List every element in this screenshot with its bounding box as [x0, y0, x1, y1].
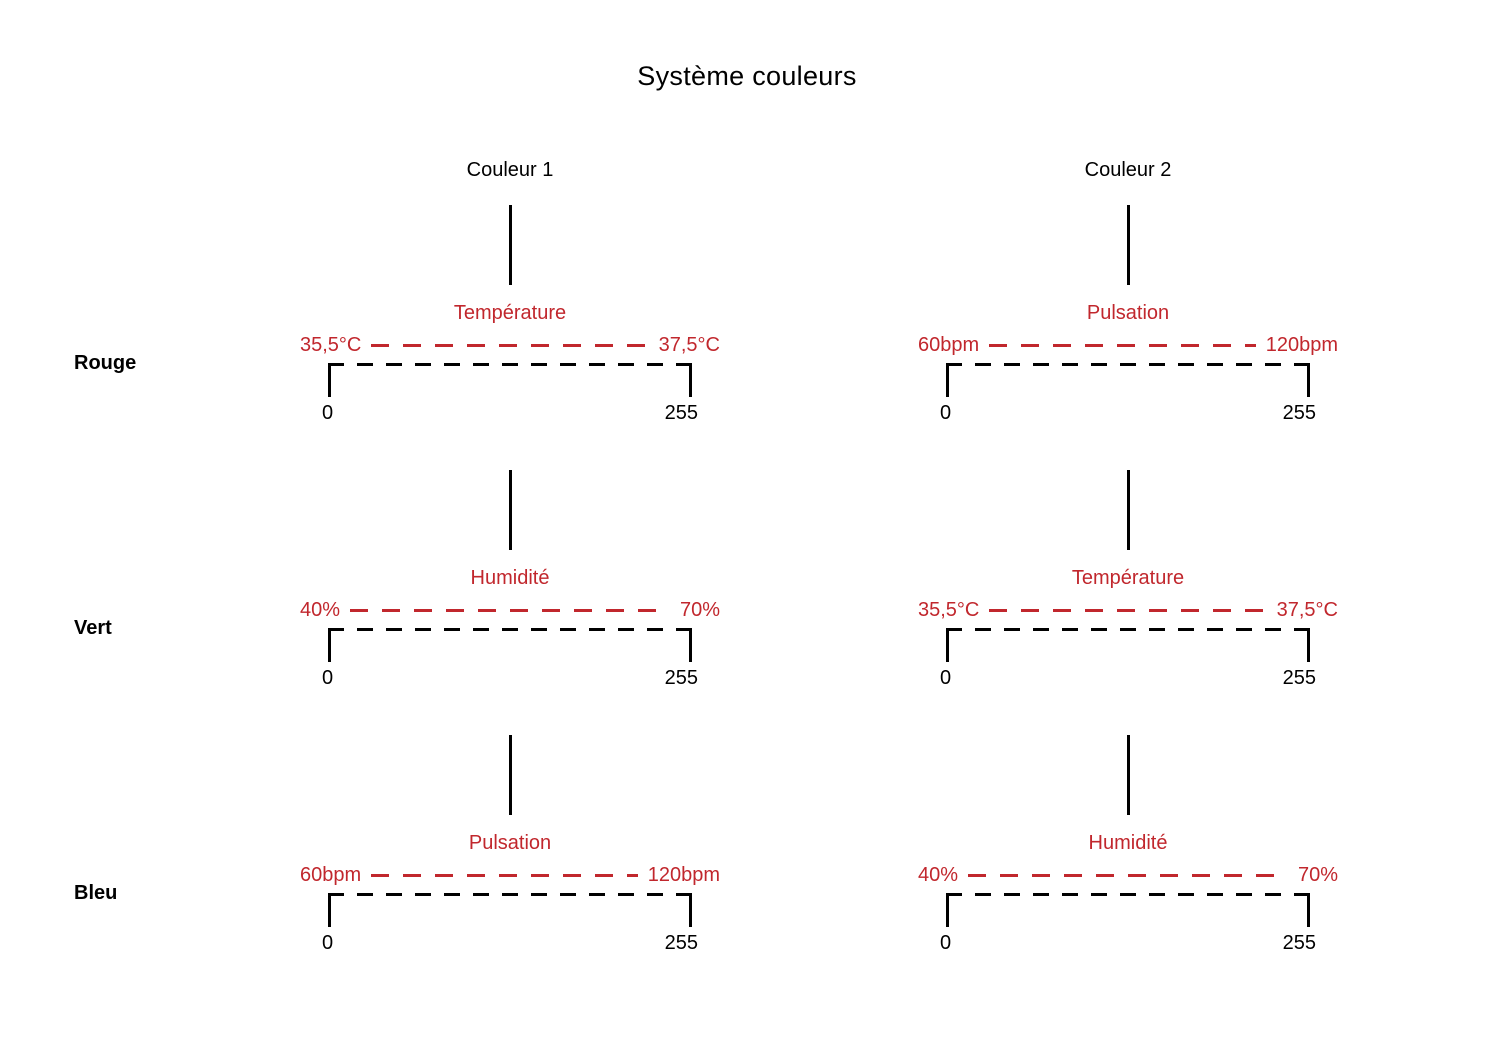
sensor-range-dashed-line [968, 873, 1288, 877]
scale-max-label: 255 [664, 402, 698, 424]
scale-max-label: 255 [664, 932, 698, 954]
channel-row-rouge: Rouge Température 35,5°C 37,5°C 0 255 Pu… [0, 205, 1494, 425]
sensor-range-dashed-line [350, 608, 670, 612]
channel-row-vert: Vert Humidité 40% 70% 0 255 Température … [0, 470, 1494, 690]
connector-line [508, 735, 512, 815]
range-min-label: 40% [918, 864, 959, 886]
connector-line [1126, 470, 1130, 550]
bracket-right-end [689, 893, 692, 927]
connector-line [508, 470, 512, 550]
scale-dashed-line [328, 628, 692, 631]
mapping-cell-bleu-couleur1: Pulsation 60bpm 120bpm 0 255 [300, 735, 720, 955]
mapping-cell-rouge-couleur1: Température 35,5°C 37,5°C 0 255 [300, 205, 720, 425]
bracket-left-end [328, 363, 331, 397]
column-gap [720, 158, 918, 182]
sensor-label: Humidité [470, 567, 550, 589]
range-max-label: 37,5°C [1276, 599, 1338, 621]
sensor-range-row: 40% 70% [300, 596, 720, 624]
mapping-cell-vert-couleur2: Température 35,5°C 37,5°C 0 255 [918, 470, 1338, 690]
scale-values-row: 0 255 [322, 401, 698, 425]
connector-line [508, 205, 512, 285]
scale-dashed-line [946, 893, 1310, 896]
bracket-right-end [689, 363, 692, 397]
connector-line [1126, 735, 1130, 815]
scale-min-label: 0 [322, 667, 334, 689]
sensor-range-row: 60bpm 120bpm [300, 861, 720, 889]
scale-min-label: 0 [940, 402, 952, 424]
range-min-label: 60bpm [300, 864, 362, 886]
range-min-label: 60bpm [918, 334, 980, 356]
header-spacer [0, 158, 300, 182]
range-max-label: 120bpm [647, 864, 720, 886]
range-max-label: 70% [679, 599, 720, 621]
sensor-label: Pulsation [1086, 302, 1170, 324]
column-header-couleur-2: Couleur 2 [1084, 159, 1172, 181]
scale-max-label: 255 [664, 667, 698, 689]
scale-dashed-line [946, 628, 1310, 631]
column-header-couleur-1: Couleur 1 [466, 159, 554, 181]
sensor-range-row: 35,5°C 37,5°C [300, 331, 720, 359]
bracket-left-end [946, 628, 949, 662]
page-title: Système couleurs [637, 61, 857, 91]
bracket-right-end [1307, 628, 1310, 662]
bracket-left-end [328, 893, 331, 927]
connector-line [1126, 205, 1130, 285]
sensor-range-row: 60bpm 120bpm [918, 331, 1338, 359]
sensor-range-dashed-line [371, 343, 649, 347]
scale-bracket [328, 628, 692, 662]
scale-min-label: 0 [322, 932, 334, 954]
column-gap [720, 735, 918, 955]
scale-min-label: 0 [940, 667, 952, 689]
range-max-label: 120bpm [1265, 334, 1338, 356]
scale-min-label: 0 [322, 402, 334, 424]
sensor-label: Pulsation [468, 832, 552, 854]
sensor-range-row: 40% 70% [918, 861, 1338, 889]
range-max-label: 37,5°C [658, 334, 720, 356]
scale-bracket [946, 893, 1310, 927]
scale-min-label: 0 [940, 932, 952, 954]
bracket-left-end [328, 628, 331, 662]
sensor-range-dashed-line [371, 873, 638, 877]
scale-values-row: 0 255 [322, 666, 698, 690]
column-gap [720, 470, 918, 690]
bracket-left-end [946, 363, 949, 397]
scale-values-row: 0 255 [322, 931, 698, 955]
scale-bracket [328, 363, 692, 397]
sensor-range-dashed-line [989, 608, 1267, 612]
scale-bracket [946, 363, 1310, 397]
bracket-right-end [1307, 893, 1310, 927]
scale-bracket [946, 628, 1310, 662]
bracket-right-end [1307, 363, 1310, 397]
channel-row-bleu: Bleu Pulsation 60bpm 120bpm 0 255 Humidi… [0, 735, 1494, 955]
scale-dashed-line [328, 363, 692, 366]
range-min-label: 40% [300, 599, 341, 621]
sensor-label: Température [1071, 567, 1185, 589]
row-label-vert: Vert [74, 617, 112, 639]
scale-max-label: 255 [1282, 667, 1316, 689]
scale-bracket [328, 893, 692, 927]
column-headers: Couleur 1 Couleur 2 [0, 158, 1494, 182]
range-min-label: 35,5°C [300, 334, 362, 356]
column-gap [720, 205, 918, 425]
scale-dashed-line [328, 893, 692, 896]
sensor-label: Humidité [1088, 832, 1168, 854]
row-label-bleu: Bleu [74, 882, 118, 904]
scale-max-label: 255 [1282, 932, 1316, 954]
range-min-label: 35,5°C [918, 599, 980, 621]
range-max-label: 70% [1297, 864, 1338, 886]
scale-values-row: 0 255 [940, 401, 1316, 425]
scale-dashed-line [946, 363, 1310, 366]
scale-values-row: 0 255 [940, 666, 1316, 690]
bracket-left-end [946, 893, 949, 927]
sensor-range-dashed-line [989, 343, 1256, 347]
sensor-label: Température [453, 302, 567, 324]
scale-values-row: 0 255 [940, 931, 1316, 955]
mapping-cell-vert-couleur1: Humidité 40% 70% 0 255 [300, 470, 720, 690]
bracket-right-end [689, 628, 692, 662]
mapping-cell-rouge-couleur2: Pulsation 60bpm 120bpm 0 255 [918, 205, 1338, 425]
row-label-rouge: Rouge [74, 352, 137, 374]
mapping-cell-bleu-couleur2: Humidité 40% 70% 0 255 [918, 735, 1338, 955]
scale-max-label: 255 [1282, 402, 1316, 424]
sensor-range-row: 35,5°C 37,5°C [918, 596, 1338, 624]
